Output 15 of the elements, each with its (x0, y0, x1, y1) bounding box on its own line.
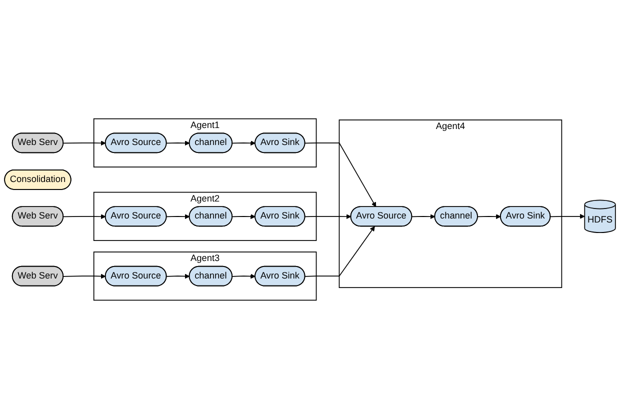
arrow (62, 214, 106, 220)
arrow (304, 214, 352, 220)
arrow (232, 274, 256, 279)
arrow (232, 214, 256, 220)
arrow (166, 274, 190, 279)
arrow (477, 214, 501, 220)
arrow (62, 140, 106, 146)
arrow (166, 140, 190, 146)
arrow (166, 214, 190, 220)
arrow (62, 274, 106, 279)
arrow (550, 214, 585, 219)
arrow (232, 140, 256, 146)
arrow (412, 214, 436, 220)
arrow (304, 142, 376, 208)
arrow (304, 226, 375, 277)
